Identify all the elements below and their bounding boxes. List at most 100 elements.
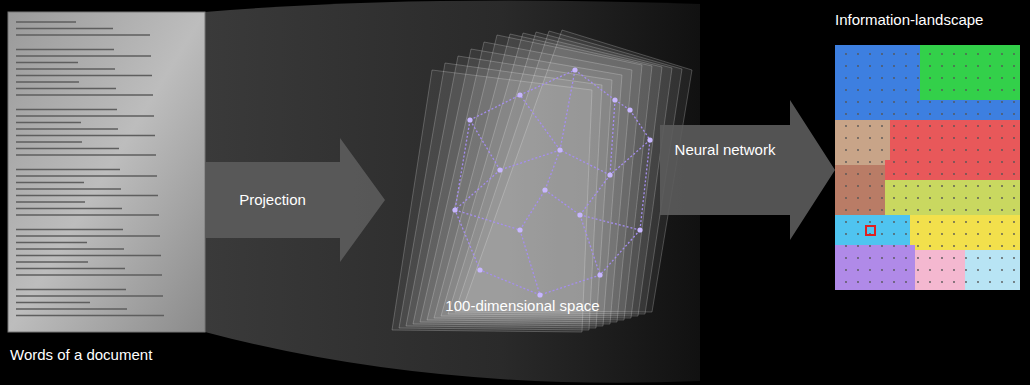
vector-planes — [392, 30, 692, 332]
text-line — [16, 21, 76, 22]
network-link — [630, 110, 650, 140]
text-line — [16, 141, 82, 142]
text-line — [16, 208, 122, 209]
text-line — [16, 68, 115, 69]
text-line — [16, 255, 161, 256]
network-neuron — [612, 97, 617, 102]
network-link — [560, 150, 610, 175]
text-line — [16, 148, 119, 149]
network-link — [455, 210, 480, 270]
network-link — [580, 175, 610, 215]
node-label: Information-landscape — [835, 11, 983, 29]
network-link — [520, 95, 560, 150]
network-neuron — [627, 107, 632, 112]
text-line — [16, 88, 116, 89]
network-neuron — [607, 172, 612, 177]
text-line — [16, 229, 123, 230]
text-line — [16, 261, 88, 262]
network-link — [500, 150, 560, 170]
network-link — [610, 140, 650, 175]
vector-plane — [462, 30, 692, 312]
map-grid — [835, 45, 1020, 290]
text-line — [16, 115, 154, 116]
network-neuron — [497, 167, 502, 172]
text-line — [16, 62, 78, 63]
flow-arrow — [205, 138, 385, 262]
text-line — [16, 135, 155, 136]
text-line — [16, 235, 160, 236]
node-label: 100-dimensional space — [445, 297, 599, 315]
text-line — [16, 308, 127, 309]
information-map — [835, 45, 1020, 290]
network-link — [540, 275, 600, 295]
network-link — [480, 270, 540, 295]
vector-space: 100-dimensional space — [385, 15, 660, 340]
network-neuron — [647, 137, 652, 142]
network-link — [520, 190, 545, 230]
text-line — [16, 214, 159, 215]
document-text-lines — [16, 22, 164, 316]
network-link — [520, 70, 575, 95]
network-neuron — [537, 292, 542, 297]
edge-label: Neural network — [675, 141, 776, 159]
text-line — [16, 248, 124, 249]
text-line — [16, 302, 90, 303]
network-link — [455, 210, 520, 230]
network-link — [545, 150, 560, 190]
text-line — [16, 28, 113, 29]
text-line — [16, 122, 81, 123]
network-neuron — [452, 207, 457, 212]
network-link — [580, 215, 600, 275]
text-line — [16, 94, 153, 95]
text-line — [16, 201, 85, 202]
network-link — [615, 100, 630, 110]
network-link — [640, 140, 650, 230]
text-line — [16, 128, 118, 129]
network-link — [470, 95, 520, 120]
network-neuron — [517, 227, 522, 232]
network-neuron — [637, 227, 642, 232]
text-line — [16, 34, 150, 35]
text-line — [16, 242, 87, 243]
text-line — [16, 188, 121, 189]
network-link — [520, 230, 540, 295]
network-neuron — [572, 67, 577, 72]
edge-label: Projection — [239, 191, 306, 209]
text-line — [16, 295, 163, 296]
text-line — [16, 75, 152, 76]
neural-network — [452, 67, 652, 297]
text-line — [16, 49, 114, 50]
information-landscape: Information-landscape — [835, 45, 1020, 290]
network-link — [455, 120, 470, 210]
network-link — [610, 100, 615, 175]
text-line — [16, 182, 84, 183]
network-link — [455, 170, 500, 210]
network-link — [575, 70, 615, 100]
network-neuron — [597, 272, 602, 277]
network-neuron — [467, 117, 472, 122]
network-link — [470, 120, 500, 170]
text-line — [16, 268, 125, 269]
network-link — [580, 215, 640, 230]
text-line — [16, 315, 164, 316]
network-neuron — [542, 187, 547, 192]
network-link — [560, 70, 575, 150]
network-link — [600, 230, 640, 275]
flow-arrow — [660, 100, 835, 240]
text-line — [16, 81, 79, 82]
text-line — [16, 55, 151, 56]
network-neuron — [557, 147, 562, 152]
network-neuron — [577, 212, 582, 217]
text-line — [16, 274, 162, 275]
map-marker — [866, 226, 875, 235]
node-label: Words of a document — [10, 346, 152, 364]
text-line — [16, 169, 120, 170]
projection-funnel — [205, 0, 700, 382]
document-page — [8, 12, 205, 332]
network-neuron — [477, 267, 482, 272]
text-line — [16, 109, 117, 110]
